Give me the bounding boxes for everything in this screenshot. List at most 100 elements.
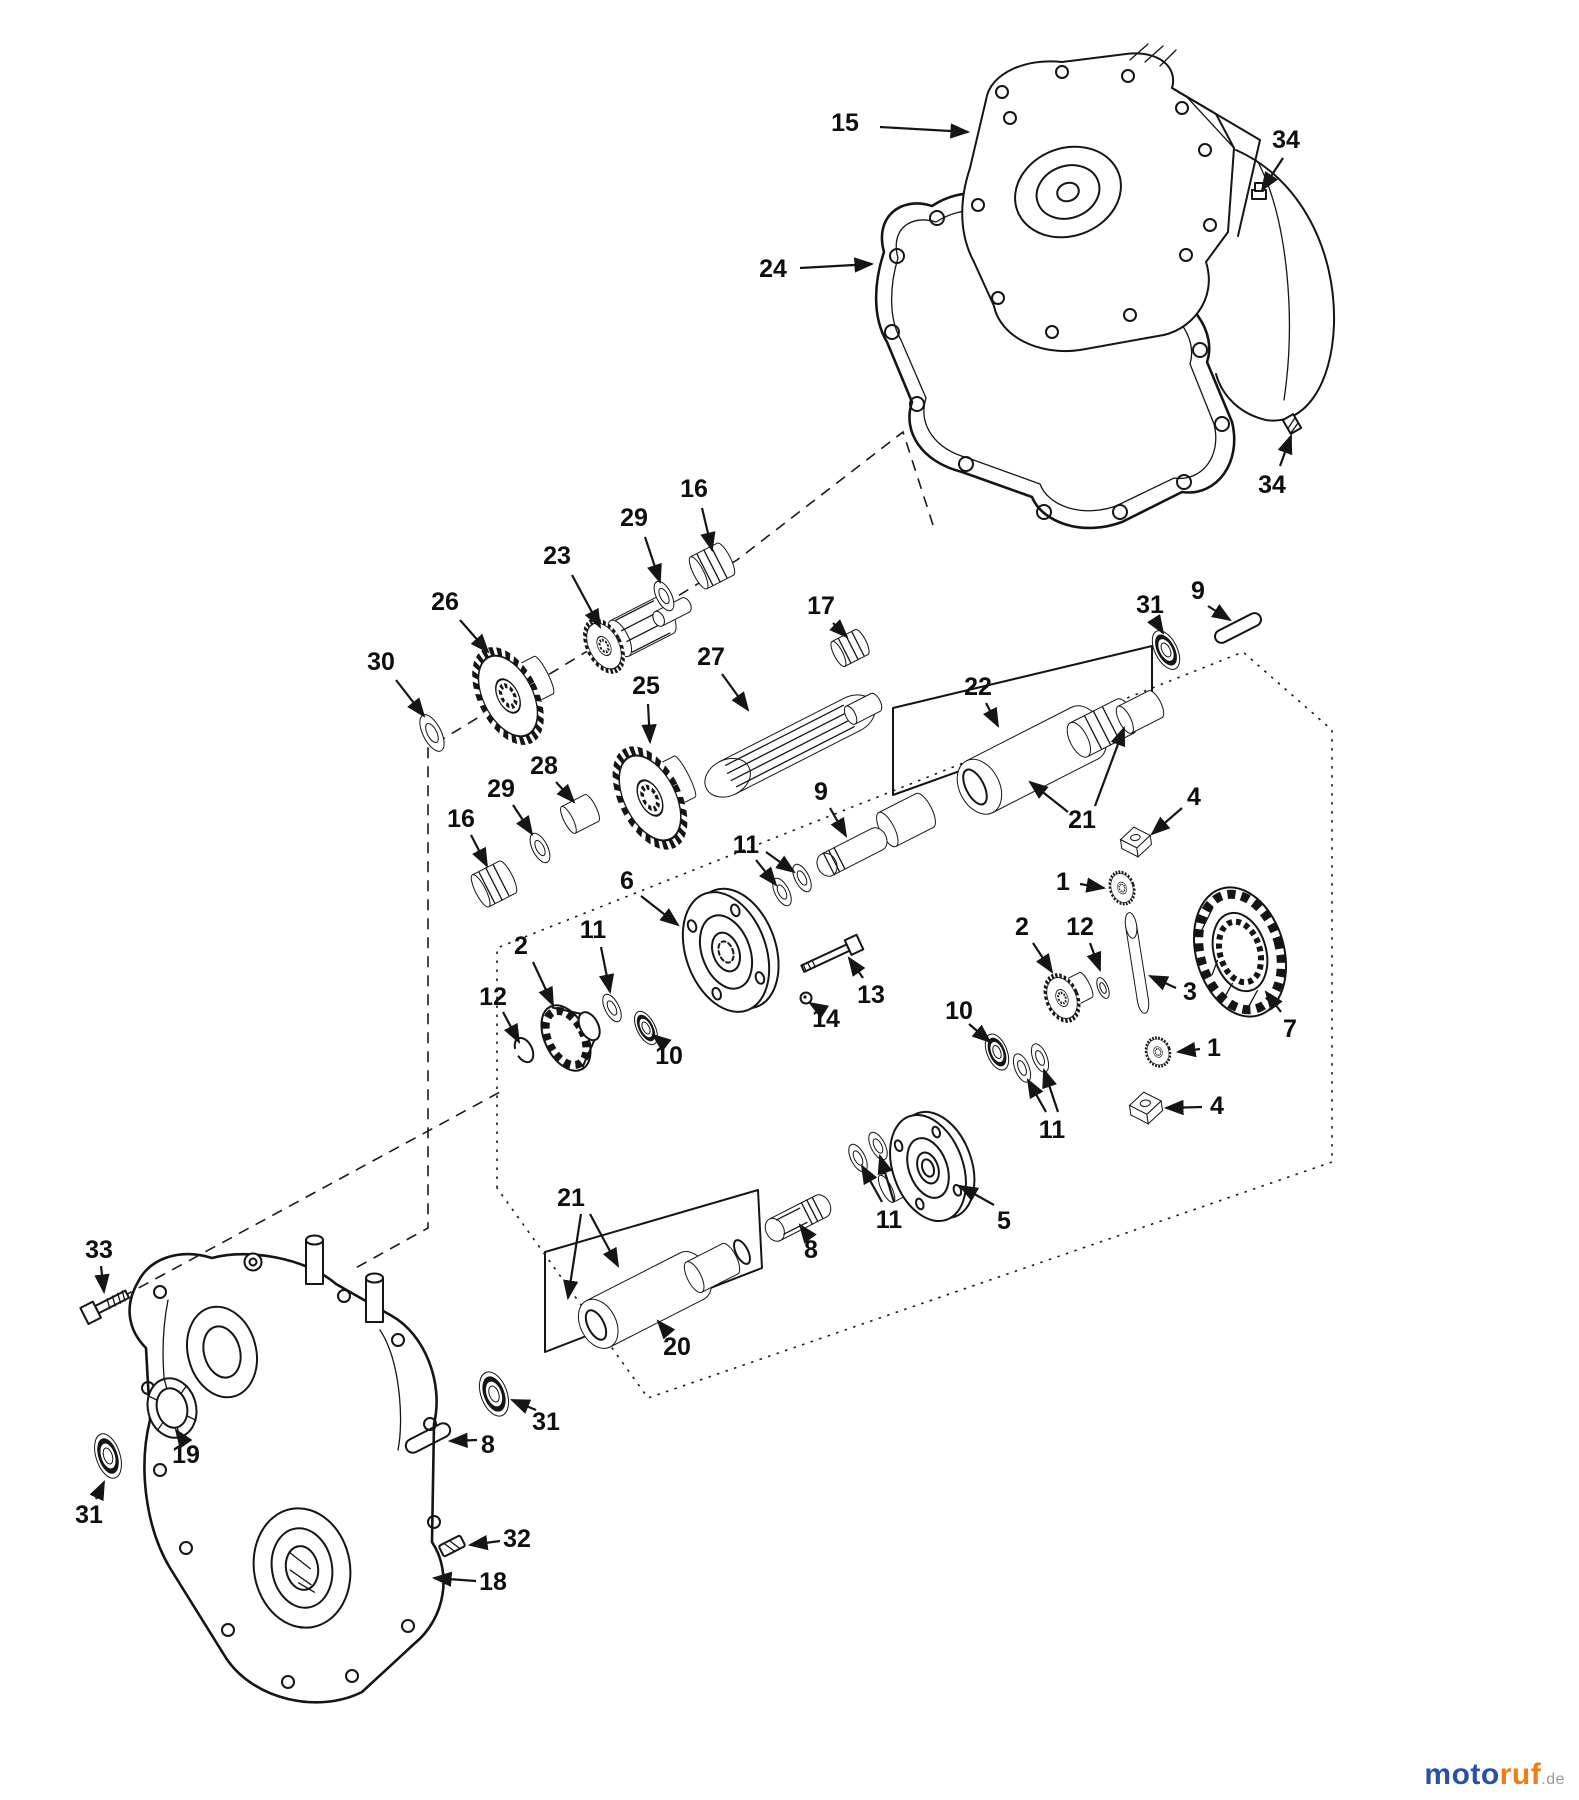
watermark-domain-suffix: .de [1541,1771,1565,1788]
callout-leader-line [1264,990,1283,1013]
callout-label: 30 [367,648,395,676]
callout-28: 28 [530,752,576,804]
callout-leader-line [470,834,489,868]
callout-leader-line [509,1398,537,1414]
callout-label: 4 [1187,783,1201,811]
callout-leader-line [512,804,534,836]
part-2-bevel-gear-left [540,1004,601,1072]
callout-9: 9 [814,778,848,838]
callout-leader-line [829,807,848,838]
callout-label: 12 [479,983,507,1011]
watermark-logo: motoruf.de [1424,1758,1565,1792]
callout-7: 7 [1264,990,1297,1043]
callout-30: 30 [367,648,426,718]
callout-label: 11 [1039,1116,1066,1144]
callout-label: 11 [876,1206,903,1234]
callout-label: 31 [1136,591,1164,619]
part-11-washer-d [1010,1051,1034,1084]
part-30-washer [415,711,449,755]
part-23-pinion-shaft [574,594,693,681]
callout-3: 3 [1148,975,1197,1006]
callout-25: 25 [632,672,660,745]
callout-11: 11 [580,916,615,995]
callout-leader-line [1026,1078,1047,1113]
part-13-bolt [800,933,865,973]
callout-6: 6 [620,867,680,927]
callout-label: 21 [557,1184,585,1212]
callout-leader-line [829,619,849,639]
callout-12: 12 [479,983,521,1044]
part-29-washer-lower [526,830,554,865]
callout-34: 34 [1258,433,1293,499]
part-27-spline-shaft [698,684,888,804]
callout-label: 1 [1056,868,1070,896]
callout-leader-line [467,1535,501,1551]
callout-label: 7 [1283,1015,1297,1043]
callout-20: 20 [656,1319,691,1361]
part-33-screw [79,1289,130,1326]
callout-label: 4 [1210,1092,1224,1120]
callout-leader-line [1042,1067,1060,1113]
callout-11: 11 [1026,1067,1066,1144]
part-11-washer-c [599,991,625,1024]
callout-8: 8 [447,1431,495,1459]
part-5-flange [889,1110,976,1223]
callout-1: 1 [1175,1034,1221,1062]
callout-leader-line [1150,807,1183,836]
callout-leader-line [502,1011,521,1044]
part-7-bull-gear [1192,886,1288,1018]
part-28-bushing [558,793,603,836]
callout-label: 29 [487,775,515,803]
part-31-seal-mid [474,1368,514,1420]
callout-27: 27 [697,643,750,712]
callout-label: 5 [997,1207,1011,1235]
part-15-gear-cover [961,43,1336,422]
callout-15: 15 [831,109,971,139]
callout-label: 29 [620,504,648,532]
callout-24: 24 [759,255,875,283]
callout-leader-line [395,679,426,718]
callout-leader-line [459,619,490,654]
callout-16: 16 [680,475,716,553]
callout-label: 25 [632,672,660,700]
callout-label: 26 [431,588,459,616]
callout-label: 15 [831,109,859,137]
part-9-key-right [1214,612,1262,644]
callout-leader-line [641,703,657,745]
callout-31: 31 [75,1480,105,1529]
callout-leader-line [1207,604,1232,622]
watermark-brand-segment: moto [1424,1758,1500,1791]
callout-label: 24 [759,255,787,283]
callout-leader-line [1148,975,1177,991]
callout-leader-line [89,1480,105,1502]
callout-label: 9 [1191,577,1205,605]
callout-1: 1 [1056,868,1107,896]
callout-23: 23 [543,542,602,629]
part-8-stub-shaft [762,1191,835,1244]
part-6-flange [681,887,780,1013]
callout-label: 27 [697,643,725,671]
callout-label: 3 [1183,978,1197,1006]
callout-10: 10 [651,1033,683,1070]
callout-label: 10 [655,1042,683,1070]
callout-8: 8 [798,1223,818,1264]
part-20-bracket [544,1189,763,1353]
callout-label: 6 [620,867,634,895]
part-11-washer-g [865,1129,891,1162]
callout-label: 34 [1272,126,1300,154]
callout-33: 33 [85,1236,113,1295]
construction-lines [121,430,1333,1399]
watermark-brand-segment: ruf [1499,1758,1542,1791]
part-4-nut-bottom [1128,1090,1164,1126]
part-9-threaded-shaft [813,824,891,879]
callout-10: 10 [945,997,992,1044]
part-21-shaft-lower [571,1238,754,1355]
callout-leader-line [447,1432,478,1449]
callout-leader-line [94,1265,110,1295]
callout-label: 31 [75,1501,103,1529]
part-17-bearing [828,628,872,669]
callout-leader-line [1277,433,1293,467]
callout-label: 23 [543,542,571,570]
